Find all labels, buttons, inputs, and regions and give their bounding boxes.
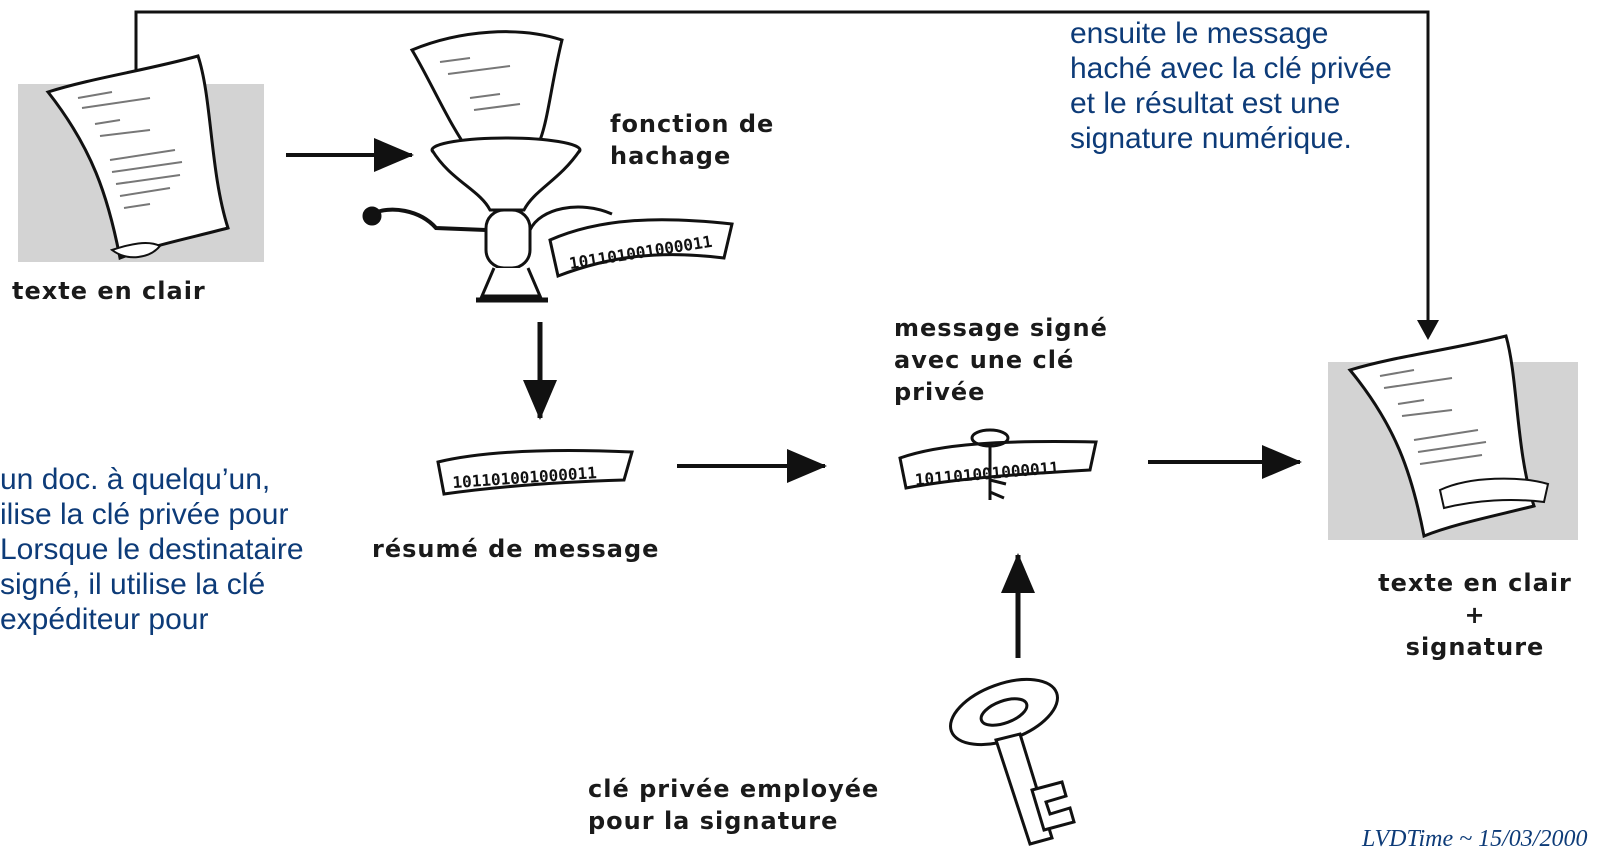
note-line: un doc. à quelqu’un, bbox=[0, 463, 271, 496]
digest-ribbon-icon: 101101001000011 bbox=[548, 218, 734, 279]
document-icon bbox=[18, 54, 264, 262]
digest-label: résumé de message bbox=[372, 535, 660, 563]
note-line: et le résultat est une bbox=[1070, 87, 1341, 120]
signed-message-label-line: message signé bbox=[894, 314, 1108, 342]
signed-message-label: message signé avec une clé privée bbox=[894, 312, 1108, 408]
private-key-label-line: clé privée employée bbox=[588, 775, 880, 803]
note-left: un doc. à quelqu’un, ilise la clé privée… bbox=[0, 462, 304, 637]
digest-ribbon-icon: 101101001000011 bbox=[436, 448, 634, 496]
note-line: ensuite le message bbox=[1070, 17, 1329, 50]
note-line: signé, il utilise la clé bbox=[0, 568, 266, 601]
hash-function-label: fonction de hachage bbox=[610, 108, 774, 172]
document-icon bbox=[1328, 334, 1578, 540]
result-label-line: + bbox=[1464, 601, 1486, 629]
note-line: ilise la clé privée pour bbox=[0, 498, 289, 531]
note-top-right: ensuite le message haché avec la clé pri… bbox=[1070, 16, 1392, 156]
signed-message-label-line: avec une clé bbox=[894, 346, 1075, 374]
signed-digest-icon: 101101001000011 bbox=[898, 428, 1098, 500]
hash-function-label-line: hachage bbox=[610, 142, 732, 170]
hash-function-label-line: fonction de bbox=[610, 110, 775, 138]
meat-grinder-icon bbox=[362, 30, 613, 303]
key-icon bbox=[949, 677, 1076, 846]
note-line: Lorsque le destinataire bbox=[0, 533, 304, 566]
note-line: signature numérique. bbox=[1070, 122, 1352, 155]
private-key-label-line: pour la signature bbox=[588, 807, 839, 835]
private-key-label: clé privée employée pour la signature bbox=[588, 773, 879, 837]
footer-caption: LVDTime ~ 15/03/2000 bbox=[1362, 826, 1588, 852]
connector-line bbox=[134, 10, 1430, 333]
note-line: haché avec la clé privée bbox=[1070, 52, 1392, 85]
connector-arrowhead bbox=[1417, 320, 1439, 340]
result-label: texte en clair + signature bbox=[1338, 567, 1612, 663]
signed-message-label-line: privée bbox=[894, 378, 986, 406]
note-line: expéditeur pour bbox=[0, 603, 209, 636]
result-label-line: texte en clair bbox=[1378, 569, 1572, 597]
plaintext-label: texte en clair bbox=[12, 277, 206, 305]
result-label-line: signature bbox=[1405, 633, 1545, 661]
